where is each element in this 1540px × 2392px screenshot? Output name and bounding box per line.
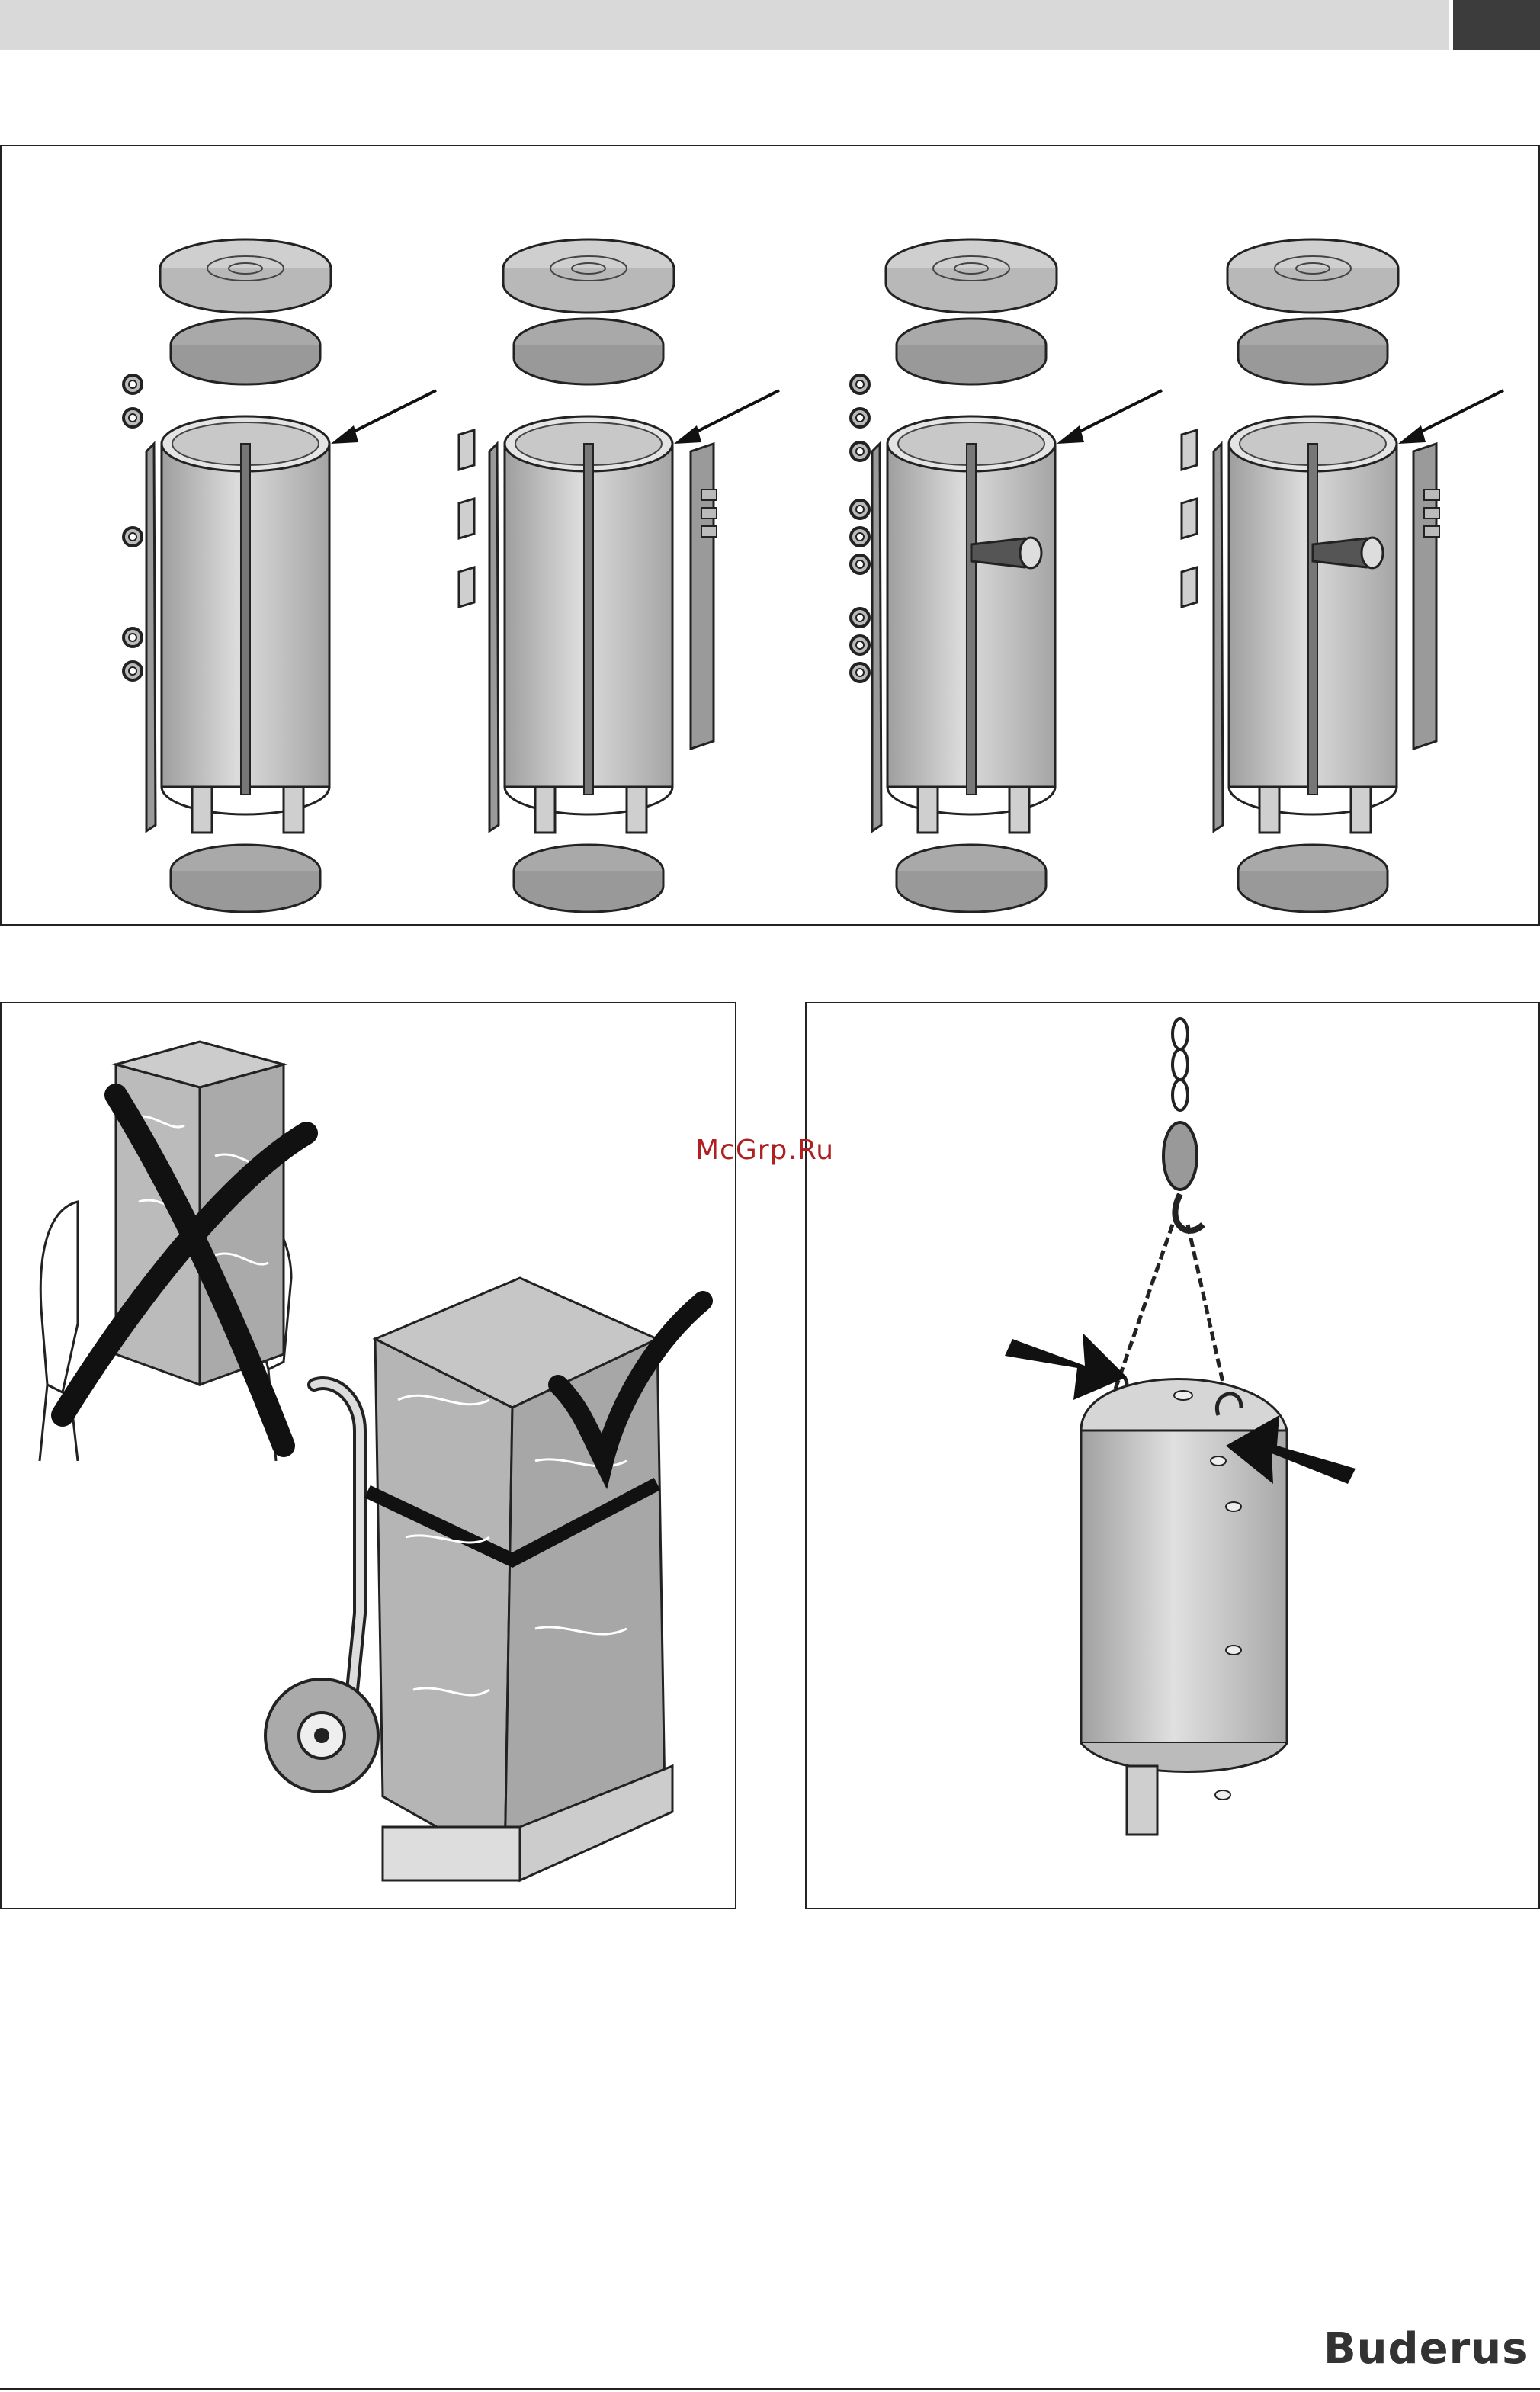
figure-cylinder-assembly	[0, 145, 1540, 926]
wrapped-tank-correct	[367, 1278, 672, 1880]
assembly-step-3	[872, 239, 1162, 912]
heater-element-3	[971, 538, 1041, 568]
heater-element-4	[1313, 538, 1383, 568]
watermark-text: McGrp.Ru	[695, 1135, 834, 1166]
assembly-step-1	[146, 239, 436, 912]
assembly-step-4	[1214, 239, 1503, 912]
footer-divider	[0, 2388, 1540, 2390]
crane-chain-illustration	[1112, 1019, 1234, 1430]
ring-set-3	[851, 375, 869, 682]
side-strip-2	[691, 444, 717, 749]
side-strip-4	[1413, 444, 1439, 749]
assembly-step-2	[489, 239, 779, 912]
brand-logo: Buderus	[1323, 2324, 1528, 2374]
cylinder-assembly-sequence-illustration	[2, 146, 1538, 924]
header-bar	[0, 0, 1449, 50]
figure-lifting	[805, 1002, 1540, 1909]
figure-transport	[0, 1002, 736, 1909]
header-tab	[1453, 0, 1540, 50]
arrow-right-icon	[1005, 1333, 1127, 1400]
plate-set-2	[459, 430, 474, 607]
plate-set-4	[1182, 430, 1197, 607]
crane-lifting-illustration	[807, 1003, 1538, 1908]
hand-truck-transport-illustration	[2, 1003, 735, 1908]
ring-set-1	[124, 375, 142, 680]
